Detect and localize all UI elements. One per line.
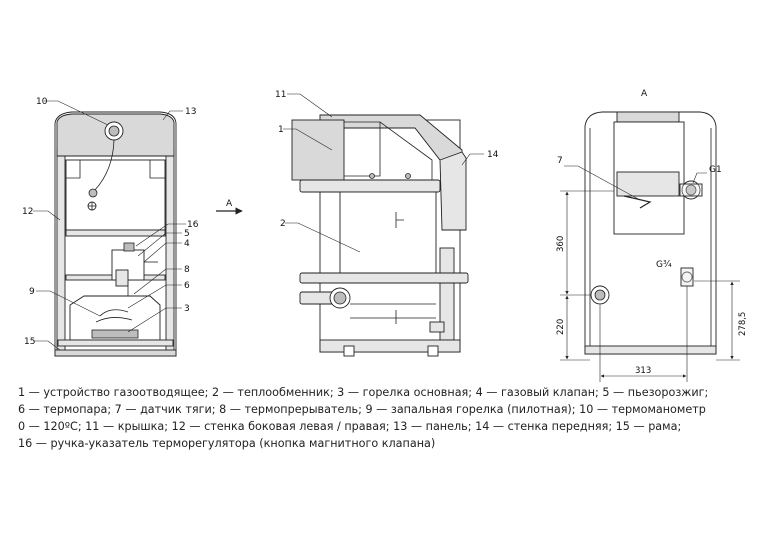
- regulator-knob: [123, 242, 135, 252]
- label-14: 14: [487, 150, 499, 160]
- dimension-lines: [560, 190, 740, 382]
- label-5: 5: [184, 229, 190, 239]
- legend-line: 16 — ручка-указатель терморегулятора (кн…: [18, 437, 436, 450]
- dim-313: 313: [635, 366, 651, 376]
- front-view: 10 13 12 16 5 4 8 6 9 3 15: [22, 97, 199, 357]
- sensor-knob: [88, 188, 98, 198]
- g34-connection: [681, 271, 693, 283]
- label-13: 13: [185, 107, 196, 117]
- label-1: 1: [278, 125, 284, 135]
- label-12: 12: [22, 207, 33, 217]
- label-9: 9: [29, 287, 35, 297]
- legend-line: 0 — 120ºC; 11 — крышка; 12 — стенка боко…: [18, 420, 682, 433]
- frame: [54, 349, 177, 357]
- label-7: 7: [557, 156, 563, 166]
- right-side-wall: [165, 149, 175, 356]
- label-15: 15: [24, 337, 35, 347]
- view-arrow: A: [216, 199, 243, 215]
- label-10: 10: [36, 97, 48, 107]
- label-g34: G¾: [656, 260, 672, 270]
- boiler-drawing: 10 13 12 16 5 4 8 6 9 3 15 A: [22, 89, 748, 382]
- draft-sensor: [623, 195, 652, 209]
- view-arrow-label: A: [226, 199, 233, 209]
- legend-line: 1 — устройство газоотводящее; 2 — теплоо…: [18, 386, 709, 399]
- dim-220: 220: [556, 319, 566, 335]
- label-3: 3: [184, 304, 190, 314]
- label-8: 8: [184, 265, 190, 275]
- left-side-wall: [56, 149, 66, 356]
- label-g1: G1: [709, 165, 722, 175]
- label-11: 11: [275, 90, 286, 100]
- side-view: 11 1 14 2: [275, 90, 499, 357]
- dim-360: 360: [556, 236, 566, 252]
- rear-view: A: [556, 89, 748, 382]
- heat-exchanger: [339, 191, 437, 283]
- rear-view-title: A: [641, 89, 648, 99]
- main-burner: [91, 329, 139, 339]
- legend: 1 — устройство газоотводящее; 2 — теплоо…: [18, 384, 762, 452]
- front-wall: [439, 151, 467, 231]
- label-6: 6: [184, 281, 190, 291]
- flue-device: [291, 119, 345, 181]
- label-2: 2: [280, 219, 286, 229]
- label-4: 4: [184, 239, 190, 249]
- legend-line: 6 — термопара; 7 — датчик тяги; 8 — терм…: [18, 403, 706, 416]
- dim-278-5: 278,5: [738, 312, 748, 336]
- label-16: 16: [187, 220, 199, 230]
